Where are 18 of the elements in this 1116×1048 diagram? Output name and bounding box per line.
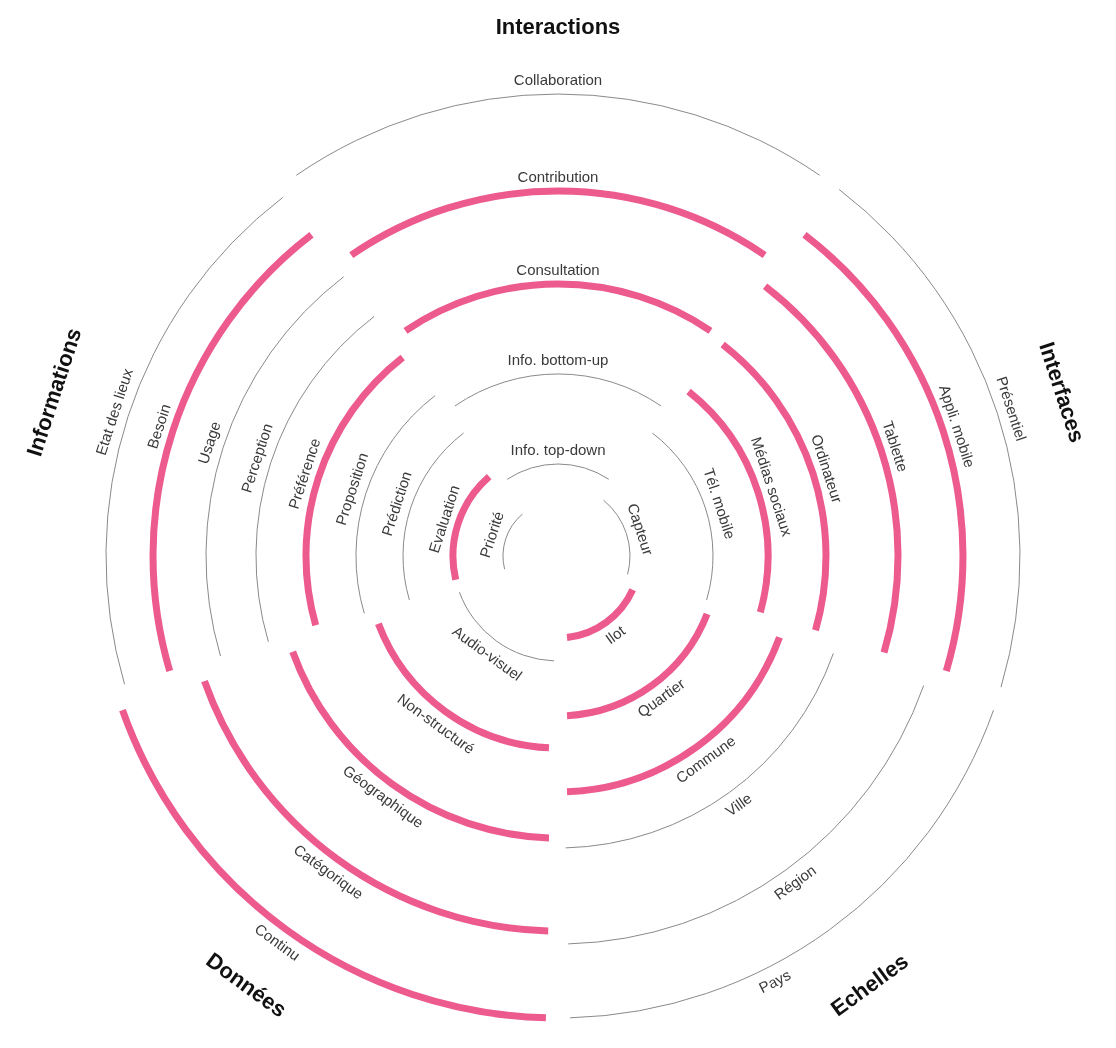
arc-label: Tél. mobile <box>700 466 740 541</box>
arc-label: Consultation <box>516 260 600 278</box>
arc-label: Ilot <box>601 621 629 648</box>
arc-label: Médias sociaux <box>747 434 797 539</box>
arc-label: Ville <box>722 789 755 820</box>
arc-label: Capteur <box>624 501 658 558</box>
arc-label: Info. top-down <box>510 440 606 458</box>
arc-label: Pays <box>755 965 794 997</box>
arc-label: Contribution <box>517 167 599 185</box>
arc-label: Priorité <box>475 509 507 560</box>
arc-label: Collaboration <box>513 70 603 88</box>
arc-label: Appli. mobile <box>936 382 979 470</box>
arc-label: Tablette <box>879 418 912 474</box>
arc-label: Besoin <box>143 401 174 451</box>
arc-label: Usage <box>194 419 224 466</box>
arc-label: Info. bottom-up <box>507 350 609 368</box>
arc-label: Etat des lieux <box>91 366 136 458</box>
sector-heading: Interactions <box>495 13 621 39</box>
